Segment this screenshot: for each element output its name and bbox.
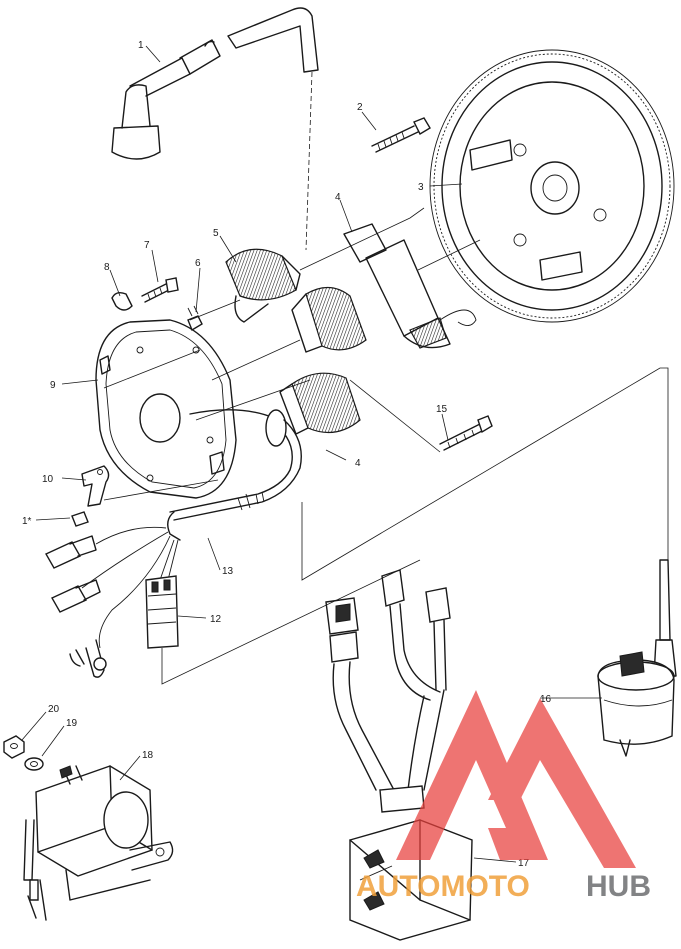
callout-9: 9	[50, 380, 56, 391]
bolt-part-2	[371, 117, 431, 153]
connector-part-12	[145, 575, 179, 649]
callout-4-bottom: 4	[355, 458, 361, 469]
callout-15: 15	[436, 404, 448, 415]
callout-13: 13	[222, 566, 234, 577]
watermark-text: AUTOMOTO HUB	[356, 870, 651, 903]
callout-4-top: 4	[335, 192, 341, 203]
bolt-part-15	[439, 415, 493, 451]
watermark-triangle-icon	[396, 690, 548, 860]
callout-1: 1	[138, 40, 144, 51]
flywheel-part	[429, 49, 675, 323]
stator-coil-lower-part	[279, 372, 361, 435]
callout-5: 5	[213, 228, 219, 239]
watermark-brand-part1: AUTOMOTO	[356, 870, 530, 903]
callout-10: 10	[42, 474, 54, 485]
watermark-brand-part2: HUB	[586, 870, 651, 903]
callout-2: 2	[357, 102, 363, 113]
callout-8: 8	[104, 262, 110, 273]
assembly-lines	[103, 71, 669, 685]
wire-harness-part	[45, 409, 302, 678]
callout-16: 16	[540, 694, 552, 705]
pulser-coil-part	[343, 223, 477, 349]
callout-7: 7	[144, 240, 150, 251]
cable-clamp-part	[81, 465, 110, 507]
callout-11: 1*	[22, 516, 32, 527]
stator-plate-part	[95, 319, 237, 499]
watermark-triangle-right-icon	[488, 698, 636, 868]
spark-plug-cap-part	[111, 7, 319, 160]
stator-coil-upper-part	[225, 248, 301, 323]
callout-18: 18	[142, 750, 154, 761]
screw-part-11	[71, 511, 89, 527]
callout-6: 6	[195, 258, 201, 269]
watermark-logo	[396, 690, 636, 868]
callout-3: 3	[418, 182, 424, 193]
callout-12: 12	[210, 614, 222, 625]
screw-part-7	[141, 277, 179, 303]
callout-leaders	[21, 45, 602, 863]
callout-labels: 1 2 3 4 5 7 6 8 9 4 15 10 1* 13 12 16 20…	[22, 40, 552, 869]
callout-20: 20	[48, 704, 60, 715]
stator-coil-right-part	[291, 286, 367, 353]
washer-part-19	[24, 757, 44, 771]
callout-19: 19	[66, 718, 78, 729]
ignition-coil-part	[597, 559, 677, 757]
starter-relay-part	[23, 765, 174, 921]
nut-part-20	[3, 735, 25, 759]
callout-17: 17	[518, 858, 530, 869]
cdi-unit-part	[325, 569, 473, 941]
clip-part-8	[111, 291, 133, 311]
